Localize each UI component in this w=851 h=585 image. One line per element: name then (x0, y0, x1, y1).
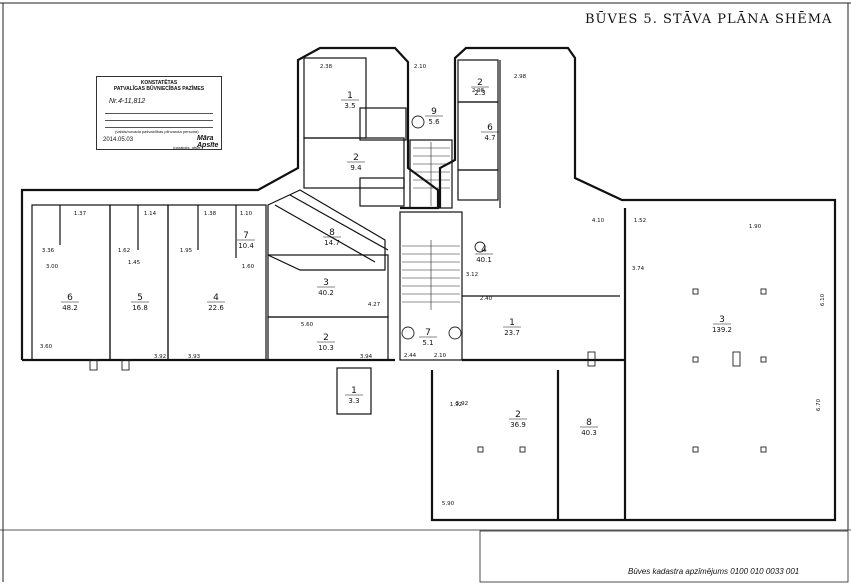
stamp-heading: KONSTATĒTAS (140, 80, 178, 86)
dimension-label: 1.95 (180, 248, 193, 254)
room-number: 7 (243, 231, 249, 241)
dimension-label: 3.12 (466, 272, 478, 278)
room-area: 14.7 (324, 239, 340, 247)
approval-stamp: KONSTATĒTAS PATVALĪGAS BŪVNIECĪBAS PAZĪM… (96, 76, 222, 150)
room-area: 23.7 (504, 329, 520, 337)
dimension-label: 1.52 (634, 218, 646, 224)
dimension-label: 1.37 (74, 211, 87, 217)
room-number: 3 (719, 315, 725, 325)
room-number: 7 (425, 328, 431, 338)
room-number: 1 (351, 386, 357, 396)
dimension-label: 1.45 (128, 260, 141, 266)
stamp-date: 2014.05.03 (103, 137, 134, 143)
stamp-signature: Māra Apsīte (197, 135, 219, 149)
stamp-caption: (valsts/novada pašvaldības pilnvarota pe… (115, 129, 199, 134)
room-number: 4 (481, 245, 487, 255)
room-area: 40.1 (476, 256, 492, 264)
dimension-label: 6.10 (820, 293, 826, 306)
dimension-label: 5.92 (456, 401, 468, 407)
dimension-label: 6.70 (816, 398, 822, 411)
room-number: 2 (323, 333, 329, 343)
dimension-label: 3.00 (46, 264, 59, 270)
dimension-label: 1.62 (118, 248, 130, 254)
room-labels: 648.2516.8422.613.529.495.6710.4814.7340… (61, 78, 732, 437)
dimension-label: 1.14 (144, 211, 157, 217)
room-number: 5 (137, 293, 143, 303)
room-number: 9 (431, 107, 437, 117)
dimension-label: 5.90 (442, 501, 455, 507)
room-area: 4.7 (484, 134, 495, 142)
room-area: 10.4 (238, 242, 254, 250)
dimension-label: 3.93 (188, 354, 201, 360)
stamp-lines (105, 107, 213, 128)
dimension-label: 4.27 (368, 302, 381, 308)
room-area: 36.9 (510, 421, 526, 429)
room-number: 2 (353, 153, 359, 163)
dimension-label: 1.90 (749, 224, 762, 230)
dimension-label: 2.98 (514, 74, 527, 80)
dimension-label: 2.40 (480, 296, 493, 302)
room-number: 2 (477, 78, 483, 88)
dimension-label: 3.36 (42, 248, 55, 254)
stamp-signature-caption: (paraksts, atšifr.) (173, 145, 203, 150)
dimension-label: 2.44 (404, 353, 417, 359)
cadastral-designation: Būves kadastra apzīmējums 0100 010 0033 … (628, 567, 800, 576)
stamp-number: Nr.4-11,812 (109, 98, 146, 105)
room-area: 9.4 (350, 164, 362, 172)
room-area: 40.2 (318, 289, 334, 297)
room-number: 2 (515, 410, 521, 420)
dimension-label: 2.10 (434, 353, 447, 359)
stamp-subheading: PATVALĪGAS BŪVNIECĪBAS PAZĪMES (113, 86, 205, 92)
dimension-label: 3.60 (40, 344, 53, 350)
room-area: 48.2 (62, 304, 78, 312)
room-area: 22.6 (208, 304, 224, 312)
room-area: 40.3 (581, 429, 597, 437)
dimension-label: 1.60 (242, 264, 255, 270)
dimension-label: 1.10 (240, 211, 253, 217)
dimension-label: 1.38 (204, 211, 217, 217)
room-number: 6 (67, 293, 73, 303)
dimension-label: 5.60 (301, 322, 314, 328)
room-area: 3.5 (344, 102, 355, 110)
room-number: 4 (213, 293, 219, 303)
dimension-label: 3.92 (154, 354, 166, 360)
room-number: 1 (347, 91, 353, 101)
room-number: 3 (323, 278, 329, 288)
room-area: 2.3 (474, 89, 485, 97)
room-area: 139.2 (712, 326, 732, 334)
dimension-label: 3.74 (632, 266, 645, 272)
dimension-label: 2.98 (472, 88, 485, 94)
room-number: 6 (487, 123, 493, 133)
dimension-label: 2.38 (320, 64, 333, 70)
room-area: 5.1 (422, 339, 433, 347)
room-number: 8 (586, 418, 592, 428)
room-number: 1 (509, 318, 515, 328)
dimension-label: 3.94 (360, 354, 373, 360)
room-area: 5.6 (428, 118, 440, 126)
room-area: 3.3 (348, 397, 359, 405)
room-number: 8 (329, 228, 335, 238)
room-area: 10.3 (318, 344, 334, 352)
room-area: 16.8 (132, 304, 148, 312)
dimension-label: 1.92 (450, 402, 462, 408)
plan-title: BŪVES 5. STĀVA PLĀNA SHĒMA (585, 12, 833, 27)
dimension-label: 2.10 (414, 64, 427, 70)
dimension-label: 4.10 (592, 218, 605, 224)
